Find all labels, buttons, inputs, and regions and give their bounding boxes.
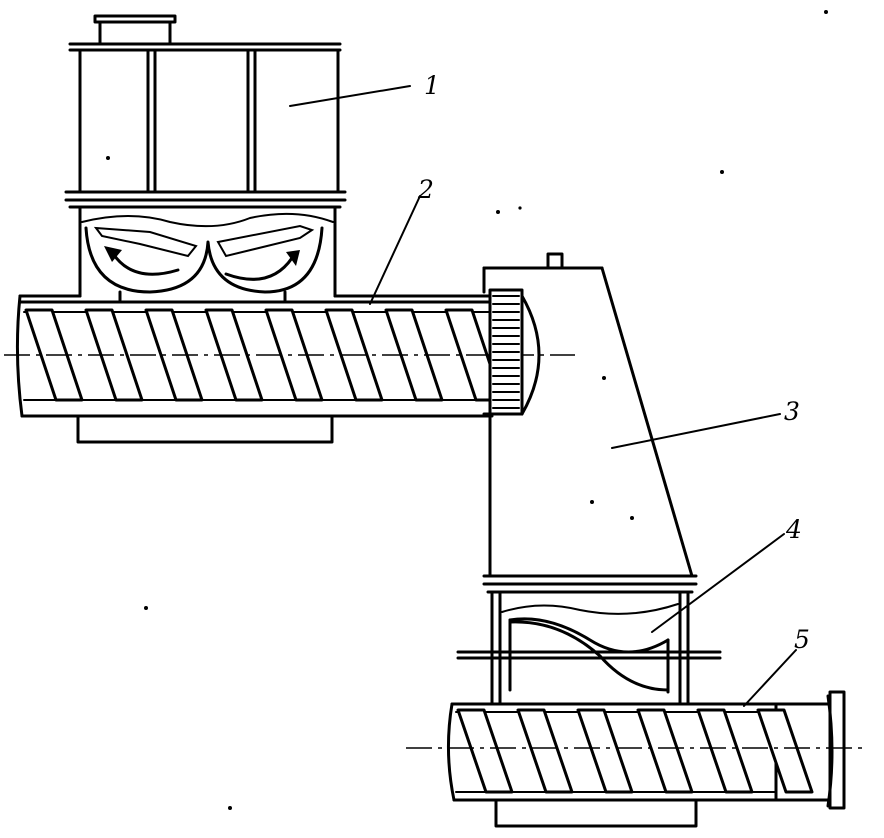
screw-flight — [756, 708, 814, 794]
mixing-trough — [78, 205, 337, 302]
lower-screw-flights — [456, 708, 814, 794]
screw-flight — [696, 708, 754, 794]
transfer-housing — [482, 252, 698, 594]
label-2: 2 — [417, 175, 434, 204]
screw-flight — [264, 308, 324, 402]
callouts: 1 2 3 4 5 — [289, 71, 810, 707]
screw-flight — [456, 708, 514, 794]
screw-flight — [516, 708, 574, 794]
lower-mixer — [456, 590, 722, 706]
label-4: 4 — [785, 515, 802, 544]
upper-mixer-tank — [64, 14, 347, 209]
screw-flight — [576, 708, 634, 794]
screw-flight — [636, 708, 694, 794]
label-3: 3 — [784, 397, 800, 426]
label-5: 5 — [794, 625, 810, 654]
gear-coupling — [488, 288, 541, 416]
upper-screw-conveyor — [4, 294, 575, 444]
lower-screw-conveyor — [406, 690, 866, 828]
print-specks — [106, 10, 828, 810]
label-1: 1 — [424, 71, 440, 100]
